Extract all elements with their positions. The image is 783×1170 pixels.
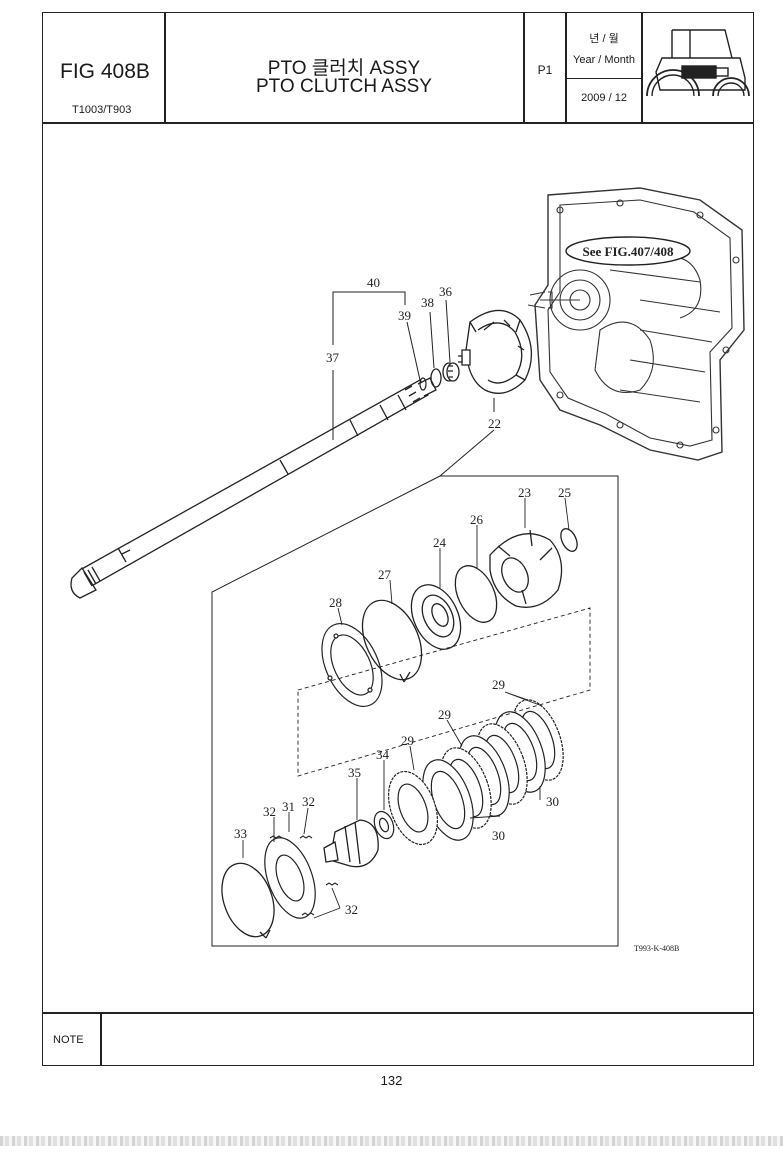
note-label: NOTE xyxy=(53,1034,84,1046)
bearing-36 xyxy=(442,362,460,382)
friction-plate-29 xyxy=(387,770,439,846)
callout-37: 37 xyxy=(326,350,340,365)
hub-35 xyxy=(323,819,379,868)
callout-26: 26 xyxy=(470,512,484,527)
snap-ring-27 xyxy=(361,599,423,683)
callout-24: 24 xyxy=(433,535,447,550)
pto-shaft xyxy=(70,377,437,599)
clutch-drum-23 xyxy=(489,529,563,608)
year-month-value: 2009 / 12 xyxy=(581,92,627,104)
callout-31: 31 xyxy=(282,799,295,814)
scan-artifact-strip xyxy=(0,1136,783,1146)
callout-29-upper: 29 xyxy=(492,677,505,692)
see-reference-label: See FIG.407/408 xyxy=(583,244,674,259)
callout-27: 27 xyxy=(378,567,392,582)
callout-32-right: 32 xyxy=(302,794,315,809)
ring-38 xyxy=(430,368,442,388)
transmission-housing xyxy=(527,187,745,461)
callout-30-left: 30 xyxy=(492,828,505,843)
callout-29-lower: 29 xyxy=(401,733,414,748)
piston-24 xyxy=(410,584,462,650)
note-divider xyxy=(100,1012,102,1066)
figure-code: FIG 408B xyxy=(60,60,150,83)
callout-28: 28 xyxy=(329,595,342,610)
o-ring-25 xyxy=(560,528,578,552)
spring-plate-31 xyxy=(264,837,316,919)
header-divider-2 xyxy=(523,12,525,123)
title-english: PTO CLUTCH ASSY xyxy=(256,76,432,97)
spring-plate-28 xyxy=(321,623,383,707)
callout-32-left: 32 xyxy=(263,804,276,819)
callout-30-right: 30 xyxy=(546,794,559,809)
model-code: T1003/T903 xyxy=(72,104,132,116)
callout-39: 39 xyxy=(398,308,411,323)
bearing-34 xyxy=(373,810,395,840)
header-divider-4 xyxy=(641,12,643,123)
callout-labels: 40 39 38 36 37 22 23 25 26 24 27 28 29 2… xyxy=(234,275,679,953)
callout-23: 23 xyxy=(518,485,531,500)
page-code: P1 xyxy=(537,63,553,77)
tractor-icon xyxy=(646,29,750,97)
callout-38: 38 xyxy=(421,295,434,310)
callout-29-middle: 29 xyxy=(438,707,451,722)
leader-lines-lower xyxy=(242,497,570,919)
clutch-plate-stack xyxy=(422,699,564,841)
year-month-label-korean: 년 / 월 xyxy=(589,33,619,45)
snap-ring-33 xyxy=(221,862,275,939)
o-ring-26 xyxy=(454,565,498,623)
callout-40: 40 xyxy=(367,275,380,290)
drawing-number: T993-K-408B xyxy=(634,944,679,953)
callout-22: 22 xyxy=(488,416,501,431)
note-top-rule xyxy=(42,1012,754,1014)
callout-33: 33 xyxy=(234,826,247,841)
title-korean: PTO 클러치 ASSY xyxy=(267,58,421,79)
see-reference-callout: See FIG.407/408 xyxy=(565,236,691,266)
year-month-label-english: Year / Month xyxy=(573,54,635,66)
callout-34: 34 xyxy=(376,747,390,762)
callout-35: 35 xyxy=(348,765,361,780)
header-divider-1 xyxy=(164,12,166,123)
snap-ring-39 xyxy=(419,377,427,391)
year-month-rule xyxy=(566,78,642,80)
clutch-assembly-22 xyxy=(458,309,533,394)
callout-32-bottom: 32 xyxy=(345,902,358,917)
leader-lines-upper xyxy=(211,291,619,947)
header-bottom-rule xyxy=(42,122,754,124)
page-number: 132 xyxy=(380,1073,403,1088)
callout-36: 36 xyxy=(439,284,453,299)
springs-32 xyxy=(269,835,339,916)
alignment-dashes xyxy=(297,607,591,777)
header-divider-3 xyxy=(565,12,567,123)
parts-sheet xyxy=(42,12,754,1066)
callout-25: 25 xyxy=(558,485,571,500)
